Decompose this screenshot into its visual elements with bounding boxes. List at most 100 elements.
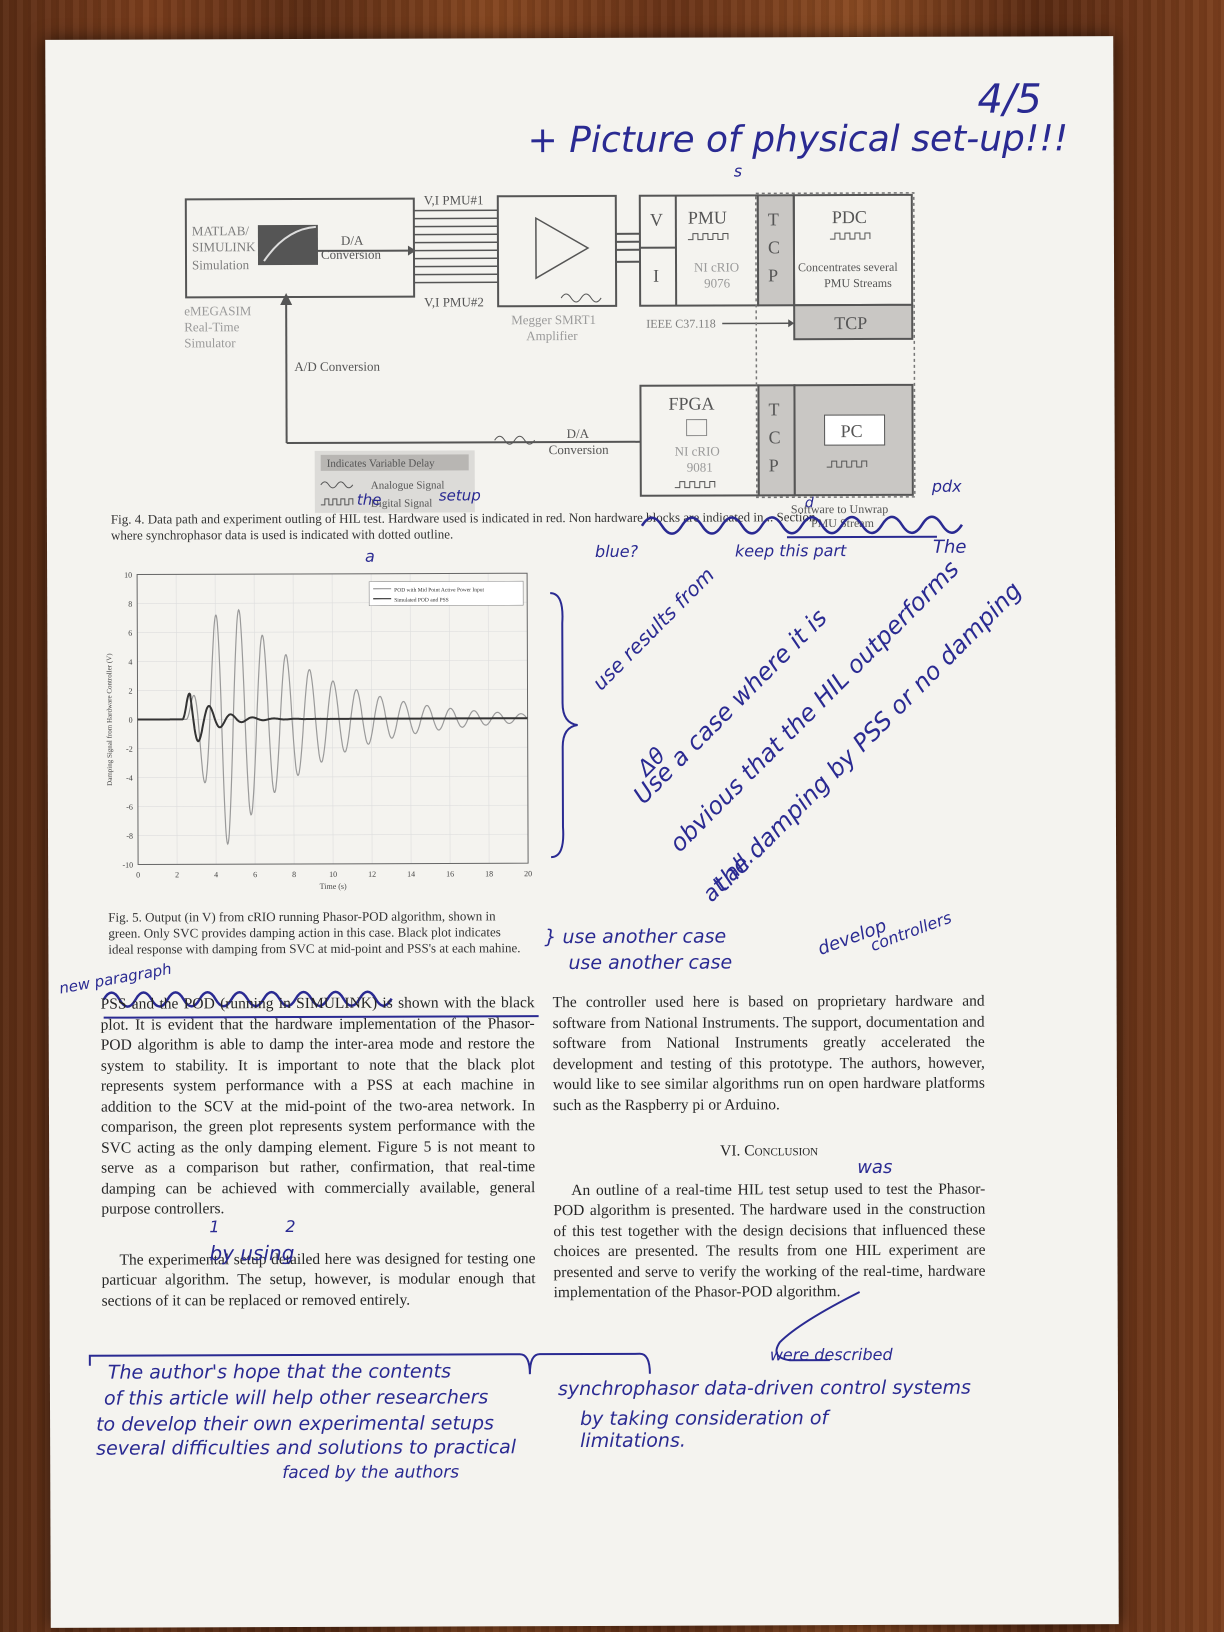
emegasim-label: Simulator: [184, 335, 236, 350]
v-label: V: [650, 210, 663, 230]
grid-line-y: [137, 659, 528, 662]
y-tick-label: 6: [128, 629, 132, 638]
x-tick-label: 18: [485, 869, 493, 878]
matlab-label: MATLAB/: [192, 223, 249, 238]
y-tick-label: -2: [126, 745, 133, 754]
amplifier-label: Megger SMRT1: [511, 312, 596, 327]
y-axis-label: Damping Signal from Hardware Controller …: [105, 653, 113, 786]
series-line: [137, 608, 529, 846]
svg-text:T: T: [768, 399, 779, 419]
matlab-label: Simulation: [192, 257, 250, 272]
legend-variable-delay: Indicates Variable Delay: [327, 458, 435, 470]
pdc-desc: Concentrates several: [798, 260, 898, 274]
tcp-bar-label: TCP: [834, 313, 867, 333]
fig4-diagram: MATLAB/ SIMULINK Simulation D/A Conversi…: [184, 192, 916, 529]
x-tick-label: 16: [446, 869, 454, 878]
legend-digital: Digital Signal: [371, 498, 432, 510]
grid-line-y: [137, 688, 528, 691]
note-pdx: pdx: [931, 476, 962, 496]
bottom-note-6: synchrophasor data-driven control system…: [557, 1376, 971, 1401]
note-two: 2: [285, 1217, 296, 1237]
y-tick-label: 10: [124, 571, 132, 580]
svg-text:C: C: [769, 427, 781, 447]
x-tick-label: 2: [175, 870, 179, 879]
y-tick-label: 2: [128, 687, 132, 696]
fig5-caption: Fig. 5. Output (in V) from cRIO running …: [108, 908, 521, 957]
chart-legend: [368, 580, 524, 607]
note-the2: The: [932, 536, 967, 558]
da-label: Conversion: [321, 247, 381, 262]
y-tick-label: -8: [126, 832, 133, 841]
crio-9076-label: 9076: [704, 275, 731, 290]
crio-9081-label: NI cRIO: [675, 444, 720, 459]
matlab-label: SIMULINK: [192, 239, 256, 254]
bottom-note-7: by taking consideration of: [580, 1407, 829, 1431]
emegasim-label: Real-Time: [184, 319, 239, 334]
grid-line-y: [137, 746, 528, 749]
bottom-note-8: limitations.: [580, 1429, 686, 1453]
da2-label: D/A: [567, 426, 590, 441]
note-was: was: [857, 1156, 893, 1179]
x-tick-label: 12: [368, 870, 376, 879]
software-label: Software to Unwrap: [791, 502, 888, 516]
legend-entry: POD with Mid Point Active Power Input: [394, 587, 484, 593]
page-number-note: 4/5: [977, 76, 1042, 123]
note-blue: blue?: [594, 541, 639, 561]
left-paragraph-2: The experimental setup detailed here was…: [101, 1249, 536, 1310]
ad-label: A/D Conversion: [294, 359, 380, 374]
note-one: 1: [209, 1217, 220, 1237]
svg-text:P: P: [768, 265, 778, 285]
right-paragraph-2: An outline of a real-time HIL test setup…: [553, 1180, 986, 1302]
right-column: The controller used here is based on pro…: [553, 992, 986, 1304]
fig4-scribble: [640, 515, 963, 539]
x-tick-label: 4: [214, 870, 218, 879]
note-another-case-2: use another case: [568, 951, 733, 975]
svg-text:P: P: [769, 455, 779, 475]
y-tick-label: -10: [122, 861, 133, 870]
grid-line-y: [137, 630, 528, 633]
note-the: the: [356, 490, 382, 509]
x-tick-label: 6: [253, 870, 257, 879]
pmu-label: PMU: [688, 207, 727, 227]
note-setup: setup: [438, 486, 481, 505]
bottom-note-5: faced by the authors: [282, 1462, 460, 1484]
svg-text:T: T: [768, 209, 779, 229]
pdc-label: PDC: [832, 207, 867, 227]
x-tick-label: 0: [136, 871, 140, 880]
da-label: D/A: [341, 233, 364, 248]
emegasim-block: [184, 197, 416, 299]
pmu2-label: V,I PMU#2: [424, 294, 484, 309]
note-d: d: [804, 495, 814, 512]
left-paragraph-1: PSS and the POD (running in SIMULINK) is…: [100, 994, 536, 1218]
fpga-label: FPGA: [668, 394, 714, 414]
x-tick-label: 10: [329, 870, 337, 879]
da2-label: Conversion: [549, 442, 609, 457]
note-were-described: were described: [769, 1344, 893, 1365]
brace: [550, 592, 578, 859]
pdc-desc: PMU Streams: [824, 276, 892, 290]
bottom-note-3: to develop their own experimental setups: [96, 1412, 494, 1436]
note-another-case-1: } use another case: [544, 925, 727, 949]
legend-analogue: Analogue Signal: [371, 479, 445, 491]
amplifier-block: [496, 194, 618, 308]
legend-entry: Simulated POD and PSS: [394, 597, 449, 603]
paper-page: 4/5 + Picture of physical set-up!!! s MA…: [45, 36, 1119, 1628]
amplifier-label: Amplifier: [526, 328, 578, 343]
bottom-bracket: [88, 1352, 651, 1375]
x-tick-label: 8: [292, 870, 296, 879]
y-tick-label: 8: [128, 600, 132, 609]
pmu1-label: V,I PMU#1: [424, 192, 484, 207]
right-paragraph-1: The controller used here is based on pro…: [552, 992, 985, 1114]
y-tick-label: -6: [126, 803, 133, 812]
conclusion-arrow: [775, 1291, 861, 1362]
note-by-using: by using: [209, 1241, 295, 1266]
bottom-note-1: The author's hope that the contents: [107, 1360, 452, 1384]
left-column: PSS and the POD (running in SIMULINK) is…: [101, 993, 536, 1312]
top-note-mark: s: [733, 161, 743, 181]
crio-9081-label: 9081: [687, 460, 713, 475]
emegasim-label: eMEGASIM: [184, 303, 252, 318]
grid-line-y: [138, 833, 529, 836]
bottom-note-4: several difficulties and solutions to pr…: [96, 1436, 517, 1460]
x-tick-label: 20: [524, 869, 532, 878]
